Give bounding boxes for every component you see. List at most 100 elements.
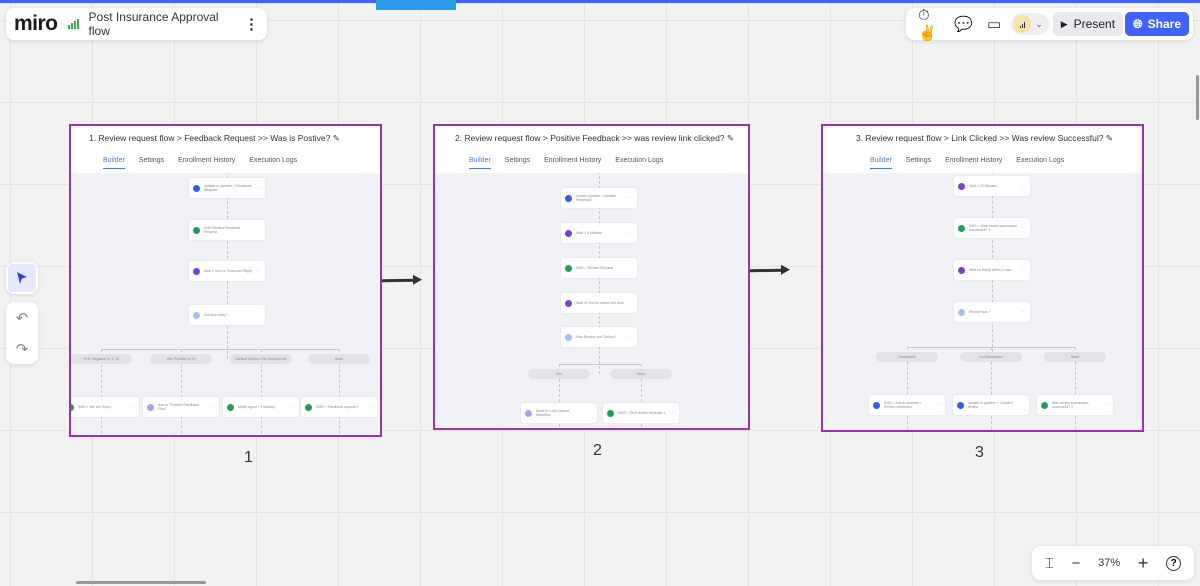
tab-enrollment-history[interactable]: Enrollment History: [178, 157, 236, 164]
workflow-step[interactable]: Update pipeline > positive Feedback···: [561, 188, 637, 208]
tab-builder[interactable]: Builder: [103, 157, 125, 169]
branch-step[interactable]: Update in pipeline > Couldn't review···: [953, 395, 1029, 415]
node-menu-icon[interactable]: ···: [1020, 402, 1025, 408]
tab-execution-logs[interactable]: Execution Logs: [249, 157, 298, 164]
workflow-frame-1[interactable]: 1. Review request flow > Feedback Reques…: [69, 124, 382, 437]
workflow-frame-2[interactable]: 2. Review request flow > Positive Feedba…: [433, 124, 750, 430]
tab-settings[interactable]: Settings: [138, 157, 165, 164]
node-menu-icon[interactable]: ···: [256, 185, 261, 191]
workflow-step[interactable]: Did they reply?···: [189, 305, 265, 325]
help-icon[interactable]: ?: [1166, 555, 1182, 571]
node-menu-icon[interactable]: ···: [256, 268, 261, 274]
branch-step[interactable]: Move to 'Link Clicked' Workflow ···: [521, 403, 597, 423]
share-button[interactable]: 🌐︎Share: [1125, 12, 1189, 36]
node-type-icon: [193, 184, 200, 192]
node-menu-icon[interactable]: ···: [368, 404, 373, 410]
branch-step[interactable]: SMS > Feedback request 2···: [301, 397, 377, 417]
node-menu-icon[interactable]: ···: [1021, 183, 1026, 189]
branch-label[interactable]: Successful: [876, 352, 938, 362]
workflow-step[interactable]: Wait 1 hour or Customer Reply···: [189, 261, 265, 281]
branch-step[interactable]: SMS > Sent review reminder 1···: [603, 403, 679, 423]
tab-enrollment-history[interactable]: Enrollment History: [945, 157, 1003, 164]
tab-execution-logs[interactable]: Execution Logs: [615, 157, 664, 164]
node-menu-icon[interactable]: ···: [256, 312, 261, 318]
branch-label[interactable]: Contact replied > No keyword ref.: [230, 354, 292, 364]
branch-step[interactable]: Add to "Positive Feedback Flow"···: [143, 397, 219, 417]
node-menu-icon[interactable]: ···: [628, 230, 633, 236]
collaborator-dropdown[interactable]: ⌄: [1011, 13, 1049, 35]
branch-label[interactable]: Yes: [528, 369, 590, 379]
node-menu-icon[interactable]: ···: [936, 402, 941, 408]
present-button[interactable]: ▶Present: [1052, 12, 1124, 36]
node-menu-icon[interactable]: ···: [1021, 225, 1026, 231]
frame-number-label: 2: [593, 442, 602, 459]
redo-icon[interactable]: ↷: [15, 340, 29, 358]
workflow-step[interactable]: Was Review link Clicked?···: [561, 327, 637, 347]
zoom-level[interactable]: 37%: [1098, 557, 1121, 569]
workflow-step[interactable]: Wait 24 hrs for review link click···: [561, 293, 637, 313]
zoom-in-button[interactable]: +: [1137, 552, 1149, 573]
branch-label[interactable]: None: [610, 369, 672, 379]
connector-arrow-2-3[interactable]: [749, 268, 783, 273]
node-menu-icon[interactable]: ···: [1021, 267, 1026, 273]
workflow-step[interactable]: SMS Review Feedback Request···: [189, 220, 265, 240]
node-menu-icon[interactable]: ···: [628, 195, 633, 201]
vertical-scrollbar[interactable]: [1196, 75, 1199, 120]
select-tool-button[interactable]: [8, 264, 36, 292]
node-label: SMS > Review Request: [576, 266, 614, 270]
node-menu-icon[interactable]: ···: [1104, 402, 1109, 408]
miro-logo[interactable]: miro: [14, 12, 58, 35]
tab-settings[interactable]: Settings: [905, 157, 932, 164]
vertical-dots-icon[interactable]: ⋮: [244, 16, 259, 33]
chat-icon[interactable]: 💬: [954, 16, 974, 33]
workflow-step[interactable]: Wait > 5 Minutes···: [561, 223, 637, 243]
branch-flow-line: [641, 364, 642, 428]
branch-step[interactable]: Notify Agent > Followup···: [223, 397, 299, 417]
branch-step[interactable]: Was review submission successful? 2 ···: [1037, 395, 1113, 415]
node-menu-icon[interactable]: ···: [210, 404, 215, 410]
branch-label[interactable]: None: [308, 354, 370, 364]
video-camera-icon[interactable]: ▭: [987, 16, 1002, 33]
workflow-step[interactable]: Wait > 20 Minutes···: [954, 176, 1030, 196]
workflow-frame-3[interactable]: 3. Review request flow > Link Clicked >>…: [821, 124, 1144, 432]
horizontal-scrollbar[interactable]: [76, 581, 206, 584]
node-menu-icon[interactable]: ···: [256, 227, 261, 233]
undo-icon[interactable]: ↶: [15, 309, 29, 327]
tab-execution-logs[interactable]: Execution Logs: [1016, 157, 1065, 164]
workflow-step[interactable]: Update in pipeline > Feedback Request···: [189, 178, 265, 198]
workflow-step[interactable]: SMS > Review Request ···: [561, 258, 637, 278]
node-label: SMS > Add to pipeline > Review confirmed: [884, 401, 922, 409]
branch-step[interactable]: SMS > We are Sorry...···: [71, 397, 139, 417]
node-type-icon: [958, 266, 965, 274]
workflow-step[interactable]: Wait for Reply within 1 hour···: [954, 260, 1030, 280]
node-menu-icon[interactable]: ···: [628, 265, 633, 271]
node-menu-icon[interactable]: ···: [628, 300, 633, 306]
node-menu-icon[interactable]: ···: [588, 410, 593, 416]
node-menu-icon[interactable]: ···: [1021, 309, 1026, 315]
branch-step[interactable]: SMS > Add to pipeline > Review confirmed…: [869, 395, 945, 415]
branch-label[interactable]: Yes: Positive (4, 5): [150, 354, 212, 364]
reactions-icon[interactable]: ⏱✌: [918, 6, 937, 42]
edit-pencil-icon[interactable]: ✎: [330, 133, 340, 143]
connector-arrow-1-2[interactable]: [381, 278, 415, 283]
tab-enrollment-history[interactable]: Enrollment History: [544, 157, 602, 164]
node-menu-icon[interactable]: ···: [628, 334, 633, 340]
zoom-out-button[interactable]: −: [1071, 554, 1081, 572]
node-label: Was review submission successful? 2: [1052, 401, 1089, 409]
workflow-step[interactable]: SMS > Was review submission successful? …: [954, 218, 1030, 238]
edit-pencil-icon[interactable]: ✎: [724, 133, 735, 143]
node-menu-icon[interactable]: ···: [130, 404, 135, 410]
tab-builder[interactable]: Builder: [469, 157, 491, 169]
branch-label[interactable]: Not Successful: [960, 352, 1022, 362]
board-title[interactable]: Post Insurance Approval flow: [88, 10, 219, 38]
tab-settings[interactable]: Settings: [504, 157, 531, 164]
branch-label[interactable]: None: [1044, 352, 1106, 362]
node-menu-icon[interactable]: ···: [670, 410, 675, 416]
fit-screen-icon[interactable]: ⌶: [1044, 554, 1054, 572]
node-menu-icon[interactable]: ···: [290, 404, 295, 410]
branch-label[interactable]: YES: Negative (1, 2, 3): [71, 354, 132, 364]
node-label: Move to 'Link Clicked' Workflow: [536, 409, 570, 417]
edit-pencil-icon[interactable]: ✎: [1103, 133, 1113, 143]
workflow-step[interactable]: Review was ?···: [954, 302, 1030, 322]
tab-builder[interactable]: Builder: [870, 157, 892, 169]
